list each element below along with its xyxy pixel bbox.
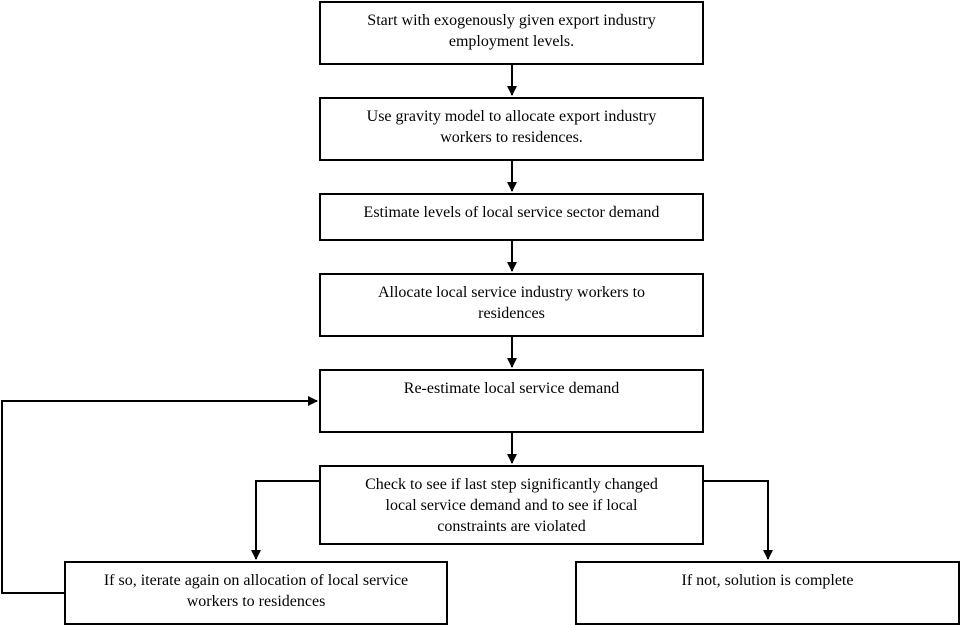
arrow-check-to-iterate (251, 480, 319, 560)
check-decision-node: Check to see if last step significantly … (319, 465, 704, 545)
iterate-again-node: If so, iterate again on allocation of lo… (64, 561, 448, 625)
arrow-iterate-loop-back (1, 396, 318, 594)
arrow-check-to-complete (704, 480, 773, 560)
reestimate-demand-node: Re-estimate local service demand (319, 369, 704, 433)
start-node: Start with exogenously given export indu… (319, 1, 704, 65)
allocate-workers-node: Allocate local service industry workers … (319, 273, 704, 337)
solution-complete-node: If not, solution is complete (575, 561, 960, 625)
estimate-demand-node: Estimate levels of local service sector … (319, 193, 704, 241)
gravity-model-node: Use gravity model to allocate export ind… (319, 97, 704, 161)
